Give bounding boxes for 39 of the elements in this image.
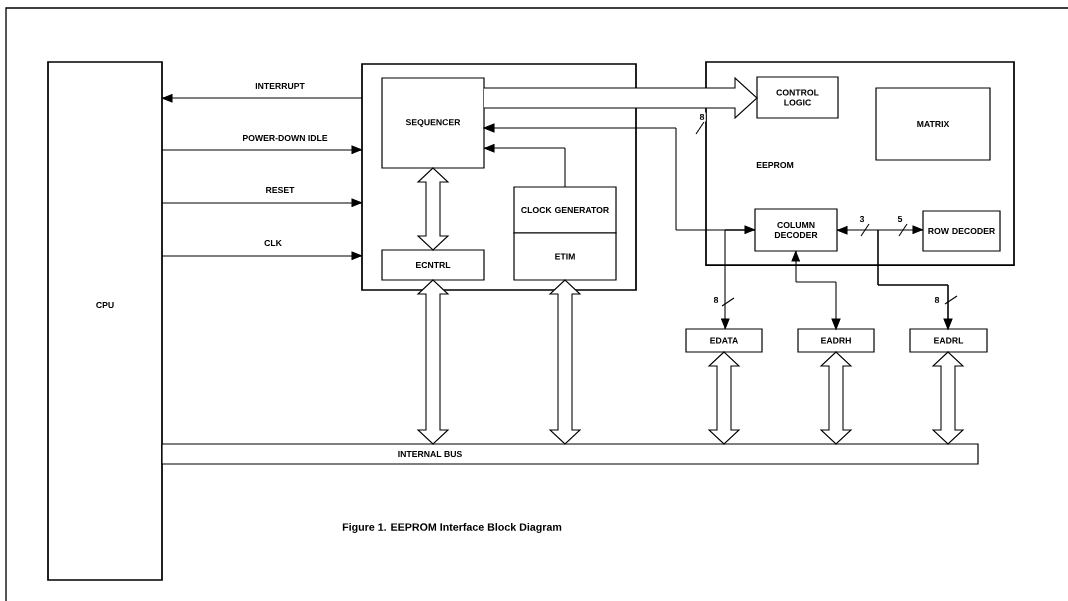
bus-arrow xyxy=(819,351,853,445)
arrow xyxy=(483,143,566,188)
edge-label: 8 xyxy=(698,112,706,122)
register-box: EADRH xyxy=(797,328,875,353)
matrix-box: MATRIX xyxy=(875,87,991,161)
sequencer-box: SEQUENCER xyxy=(381,77,485,169)
arrow xyxy=(791,250,841,330)
bus-arrow xyxy=(707,351,741,445)
edge-label: INTERRUPT xyxy=(253,81,307,91)
edge-label: 5 xyxy=(896,214,904,224)
arrow xyxy=(161,198,363,208)
cpu-box: CPU xyxy=(47,61,163,581)
register-box: ECNTRL xyxy=(381,249,485,281)
edge-label: POWER-DOWN IDLE xyxy=(241,133,329,143)
bus-arrow xyxy=(931,351,965,445)
bus-arrow xyxy=(548,279,582,445)
bus-width-label: 8 xyxy=(934,296,940,304)
edge-label: RESET xyxy=(264,185,296,195)
bus-arrow xyxy=(416,279,450,445)
clock-generator-box: CLOCK GENERATOR xyxy=(513,186,617,234)
arrow xyxy=(161,145,363,155)
register-box: EADRL xyxy=(909,328,988,353)
control-logic-box: CONTROL LOGIC xyxy=(756,76,839,119)
decoder-box: ROW DECODER xyxy=(922,210,1001,252)
decoder-box: COLUMN DECODER xyxy=(754,208,838,252)
edge-label: 3 xyxy=(858,214,866,224)
internal-bus-bar: INTERNAL BUS xyxy=(161,443,979,465)
caption: Figure 1. EEPROM Interface Block Diagram xyxy=(342,523,562,533)
edge-label: CLK xyxy=(262,238,284,248)
register-box: EDATA xyxy=(685,328,763,353)
edge-label: 8 xyxy=(712,295,720,305)
bus-arrow xyxy=(483,76,758,120)
arrow xyxy=(877,225,949,330)
arrow xyxy=(720,229,756,330)
arrow xyxy=(161,93,363,103)
arrow xyxy=(483,123,756,235)
arrow xyxy=(161,251,363,261)
bus-arrow xyxy=(416,167,450,251)
timer-box: ETIM xyxy=(513,232,617,281)
